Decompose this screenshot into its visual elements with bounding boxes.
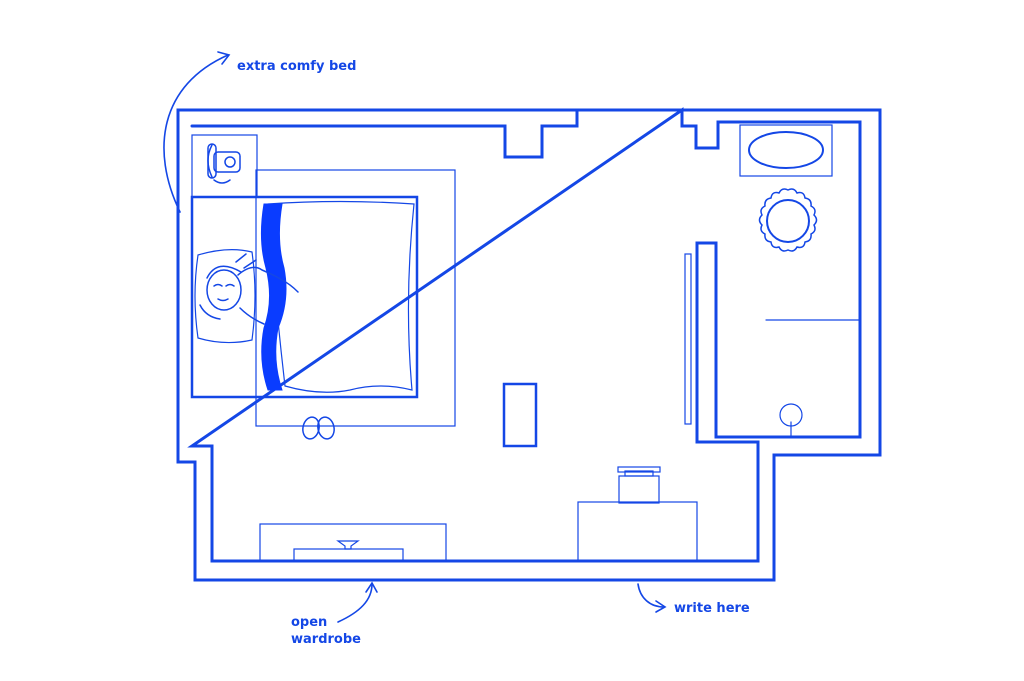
bed-rug [255, 169, 456, 427]
wardrobe-annotation-line2: wardrobe [291, 632, 361, 647]
bathtub-icon [748, 131, 824, 169]
slippers-icon [302, 416, 335, 440]
table-lamp-icon [617, 466, 661, 504]
bathtub-frame [739, 124, 833, 177]
bed-frame [190, 195, 419, 399]
inner-wall [190, 108, 579, 159]
open-wardrobe [259, 523, 447, 562]
write-arrow-head [655, 600, 667, 613]
duvet [267, 200, 415, 393]
wardrobe-arrow [337, 583, 373, 623]
nightstand [191, 134, 258, 198]
round-sink-icon [766, 199, 810, 243]
wardrobe-vase [336, 540, 360, 550]
write-annotation: write here [674, 601, 750, 616]
round-sink-scallop [758, 188, 818, 252]
outer-wall [176, 108, 882, 582]
bed-arrow [163, 54, 229, 213]
center-table [502, 382, 538, 448]
toilet-icon [779, 403, 803, 438]
wardrobe-annotation-line1: open [291, 615, 327, 630]
pillow [194, 249, 256, 344]
wardrobe-arrow-head [365, 581, 378, 593]
tv-icon [684, 253, 692, 425]
bed-annotation: extra comfy bed [237, 59, 356, 74]
duvet-fold [260, 203, 287, 391]
telephone-icon [207, 143, 241, 184]
bed-arrow-head [217, 51, 231, 65]
write-arrow [637, 583, 665, 608]
desk [577, 501, 698, 562]
sleeping-person-icon [199, 253, 299, 325]
wardrobe-shelf [293, 548, 404, 562]
inner-wall-right-top [187, 107, 862, 563]
